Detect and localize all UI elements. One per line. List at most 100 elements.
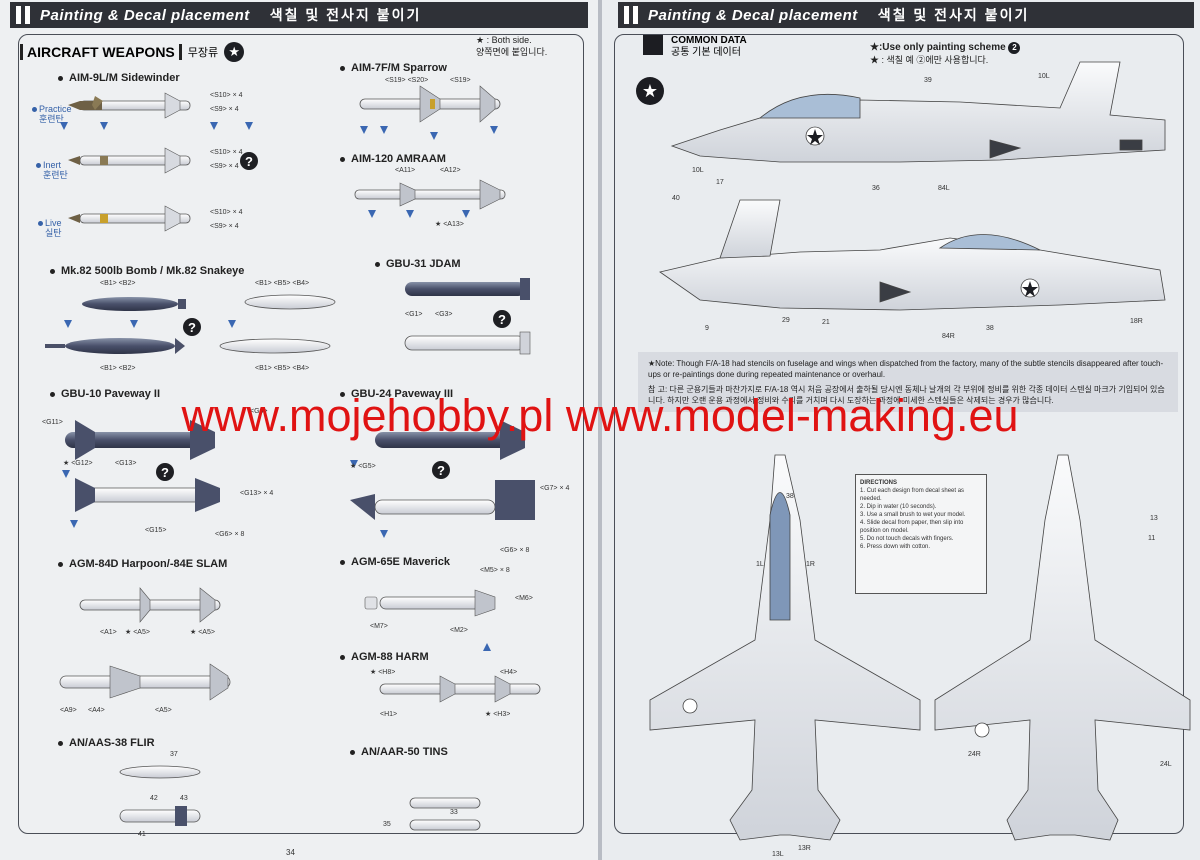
svg-text:<G6>: <G6>	[250, 408, 268, 415]
svg-text:17: 17	[716, 179, 724, 186]
svg-text:<B1> <B5> <B4>: <B1> <B5> <B4>	[255, 365, 309, 372]
weapon-title-agm84: AGM-84D Harpoon/-84E SLAM	[58, 558, 227, 570]
page-number: 34	[286, 848, 295, 857]
weapon-title-tins: AN/AAR-50 TINS	[350, 746, 448, 758]
side-view-bottom	[659, 199, 1166, 311]
mk82-snakeye-drawing	[45, 338, 185, 354]
svg-text:36: 36	[872, 185, 880, 192]
legend-line-2: 양쪽면에 붙입니다.	[476, 47, 548, 57]
svg-text:<G1>: <G1>	[405, 311, 423, 318]
decal-instructions-box: DIRECTIONS 1. Cut each design from decal…	[855, 474, 987, 594]
svg-text:18R: 18R	[1130, 318, 1143, 325]
svg-text:<M2>: <M2>	[450, 627, 468, 634]
svg-text:<H1>: <H1>	[380, 711, 397, 718]
note-korean: 참 고: 다른 군용기들과 마찬가지로 F/A-18 역시 처음 공장에서 출하…	[648, 385, 1165, 405]
svg-text:29: 29	[782, 317, 790, 324]
right-page-header: Painting & Decal placement 색칠 및 전사지 붙이기	[618, 2, 1194, 28]
svg-text:<B1> <B5> <B4>: <B1> <B5> <B4>	[255, 280, 309, 287]
svg-text:13L: 13L	[772, 851, 784, 858]
instructions-title: DIRECTIONS	[860, 480, 898, 486]
svg-text:9: 9	[705, 325, 709, 332]
svg-text:<G6> × 8: <G6> × 8	[215, 531, 244, 538]
svg-text:★ <G12>: ★ <G12>	[63, 459, 93, 467]
question-mark-icon: ?	[493, 310, 511, 328]
svg-text:<M7>: <M7>	[370, 623, 388, 630]
note-english: ★Note: Though F/A-18 had stencils on fus…	[648, 359, 1164, 379]
weapon-title-mk82: Mk.82 500lb Bomb / Mk.82 Snakeye	[50, 265, 244, 277]
svg-text:11: 11	[1148, 535, 1155, 542]
both-side-legend: ★ : Both side. 양쪽면에 붙입니다.	[476, 34, 547, 58]
top-view-drawing	[649, 454, 921, 841]
svg-text:<A11>: <A11>	[395, 167, 415, 174]
instruction-line: 3. Use a small brush to wet your model.	[860, 512, 966, 518]
svg-text:★ <A13>: ★ <A13>	[435, 220, 464, 228]
svg-text:<A1>: <A1>	[100, 629, 117, 636]
svg-text:42: 42	[150, 795, 158, 802]
decal-marker-icons	[60, 122, 498, 651]
svg-text:<B1> <B2>: <B1> <B2>	[100, 365, 135, 372]
svg-text:33: 33	[450, 809, 458, 816]
header-title-korean: 색칠 및 전사지 붙이기	[269, 7, 422, 23]
bottom-view-drawing	[934, 454, 1191, 841]
instruction-line: 2. Dip in water (10 seconds).	[860, 504, 937, 510]
legend-line-1: ★ : Both side.	[476, 35, 532, 45]
mk82-inert-drawing	[219, 294, 336, 354]
left-page: Painting & Decal placement 색칠 및 전사지 붙이기 …	[0, 0, 598, 860]
header-bars-icon	[16, 6, 30, 24]
weapon-title-gbu10: GBU-10 Paveway II	[50, 388, 160, 400]
weapon-title-agm88: AGM-88 HARM	[340, 651, 429, 663]
svg-text:★ <G5>: ★ <G5>	[350, 462, 376, 470]
svg-text:37: 37	[170, 751, 178, 758]
svg-text:38: 38	[786, 493, 794, 500]
header-title: Painting & Decal placement	[648, 6, 858, 24]
left-page-header: Painting & Decal placement 색칠 및 전사지 붙이기	[10, 2, 588, 28]
svg-text:13R: 13R	[798, 845, 811, 852]
agm65-drawing	[364, 589, 496, 617]
svg-text:<H4>: <H4>	[500, 669, 517, 676]
question-mark-icon: ?	[432, 461, 450, 479]
svg-text:<G6> × 8: <G6> × 8	[500, 547, 529, 554]
svg-text:24L: 24L	[1160, 761, 1172, 768]
weapons-drawings: <S10> × 4<S9> × 4 <S10> × 4<S9> × 4 <S10…	[42, 77, 569, 838]
svg-text:<G15>: <G15>	[145, 527, 166, 534]
svg-text:1R: 1R	[806, 561, 815, 568]
svg-text:43: 43	[180, 795, 188, 802]
left-page-frame	[18, 34, 584, 834]
star-icon: ★	[636, 77, 664, 105]
tins-drawing	[409, 797, 481, 831]
svg-text:<M5> × 8: <M5> × 8	[480, 567, 510, 574]
aim9-practice-drawing	[68, 92, 191, 119]
instruction-line: 4. Slide decal from paper, then slip int…	[860, 520, 964, 534]
header-bars-icon	[624, 6, 638, 24]
svg-text:<M6>: <M6>	[515, 595, 533, 602]
svg-text:<S9> × 4: <S9> × 4	[210, 163, 239, 170]
svg-text:41: 41	[138, 831, 146, 838]
svg-text:84L: 84L	[938, 185, 950, 192]
svg-text:1L: 1L	[756, 561, 764, 568]
page-gutter	[598, 0, 602, 860]
weapon-title-aim120: AIM-120 AMRAAM	[340, 153, 446, 165]
svg-text:38: 38	[986, 325, 994, 332]
svg-text:★ <A5>: ★ <A5>	[125, 628, 150, 636]
svg-text:<A12>: <A12>	[440, 167, 461, 174]
svg-text:<S10> × 4: <S10> × 4	[210, 209, 243, 216]
star-icon: ★	[224, 42, 245, 62]
svg-text:21: 21	[822, 319, 830, 326]
svg-text:10L: 10L	[1038, 73, 1050, 80]
flir-drawing	[119, 765, 201, 826]
svg-text:<G13> × 4: <G13> × 4	[240, 490, 273, 497]
svg-text:<S10> × 4: <S10> × 4	[210, 149, 243, 156]
side-view-top	[670, 61, 1166, 163]
aim7-drawing	[359, 85, 501, 123]
svg-text:<S19>: <S19>	[450, 77, 471, 84]
header-title: Painting & Decal placement	[40, 6, 250, 24]
svg-text:<S10> × 4: <S10> × 4	[210, 92, 243, 99]
weapon-title-aim7: AIM-7F/M Sparrow	[340, 62, 447, 74]
weapon-title-aim9: AIM-9L/M Sidewinder	[58, 72, 180, 84]
svg-text:40: 40	[672, 195, 680, 202]
question-mark-icon: ?	[183, 318, 201, 336]
agm88-drawing	[379, 675, 541, 703]
